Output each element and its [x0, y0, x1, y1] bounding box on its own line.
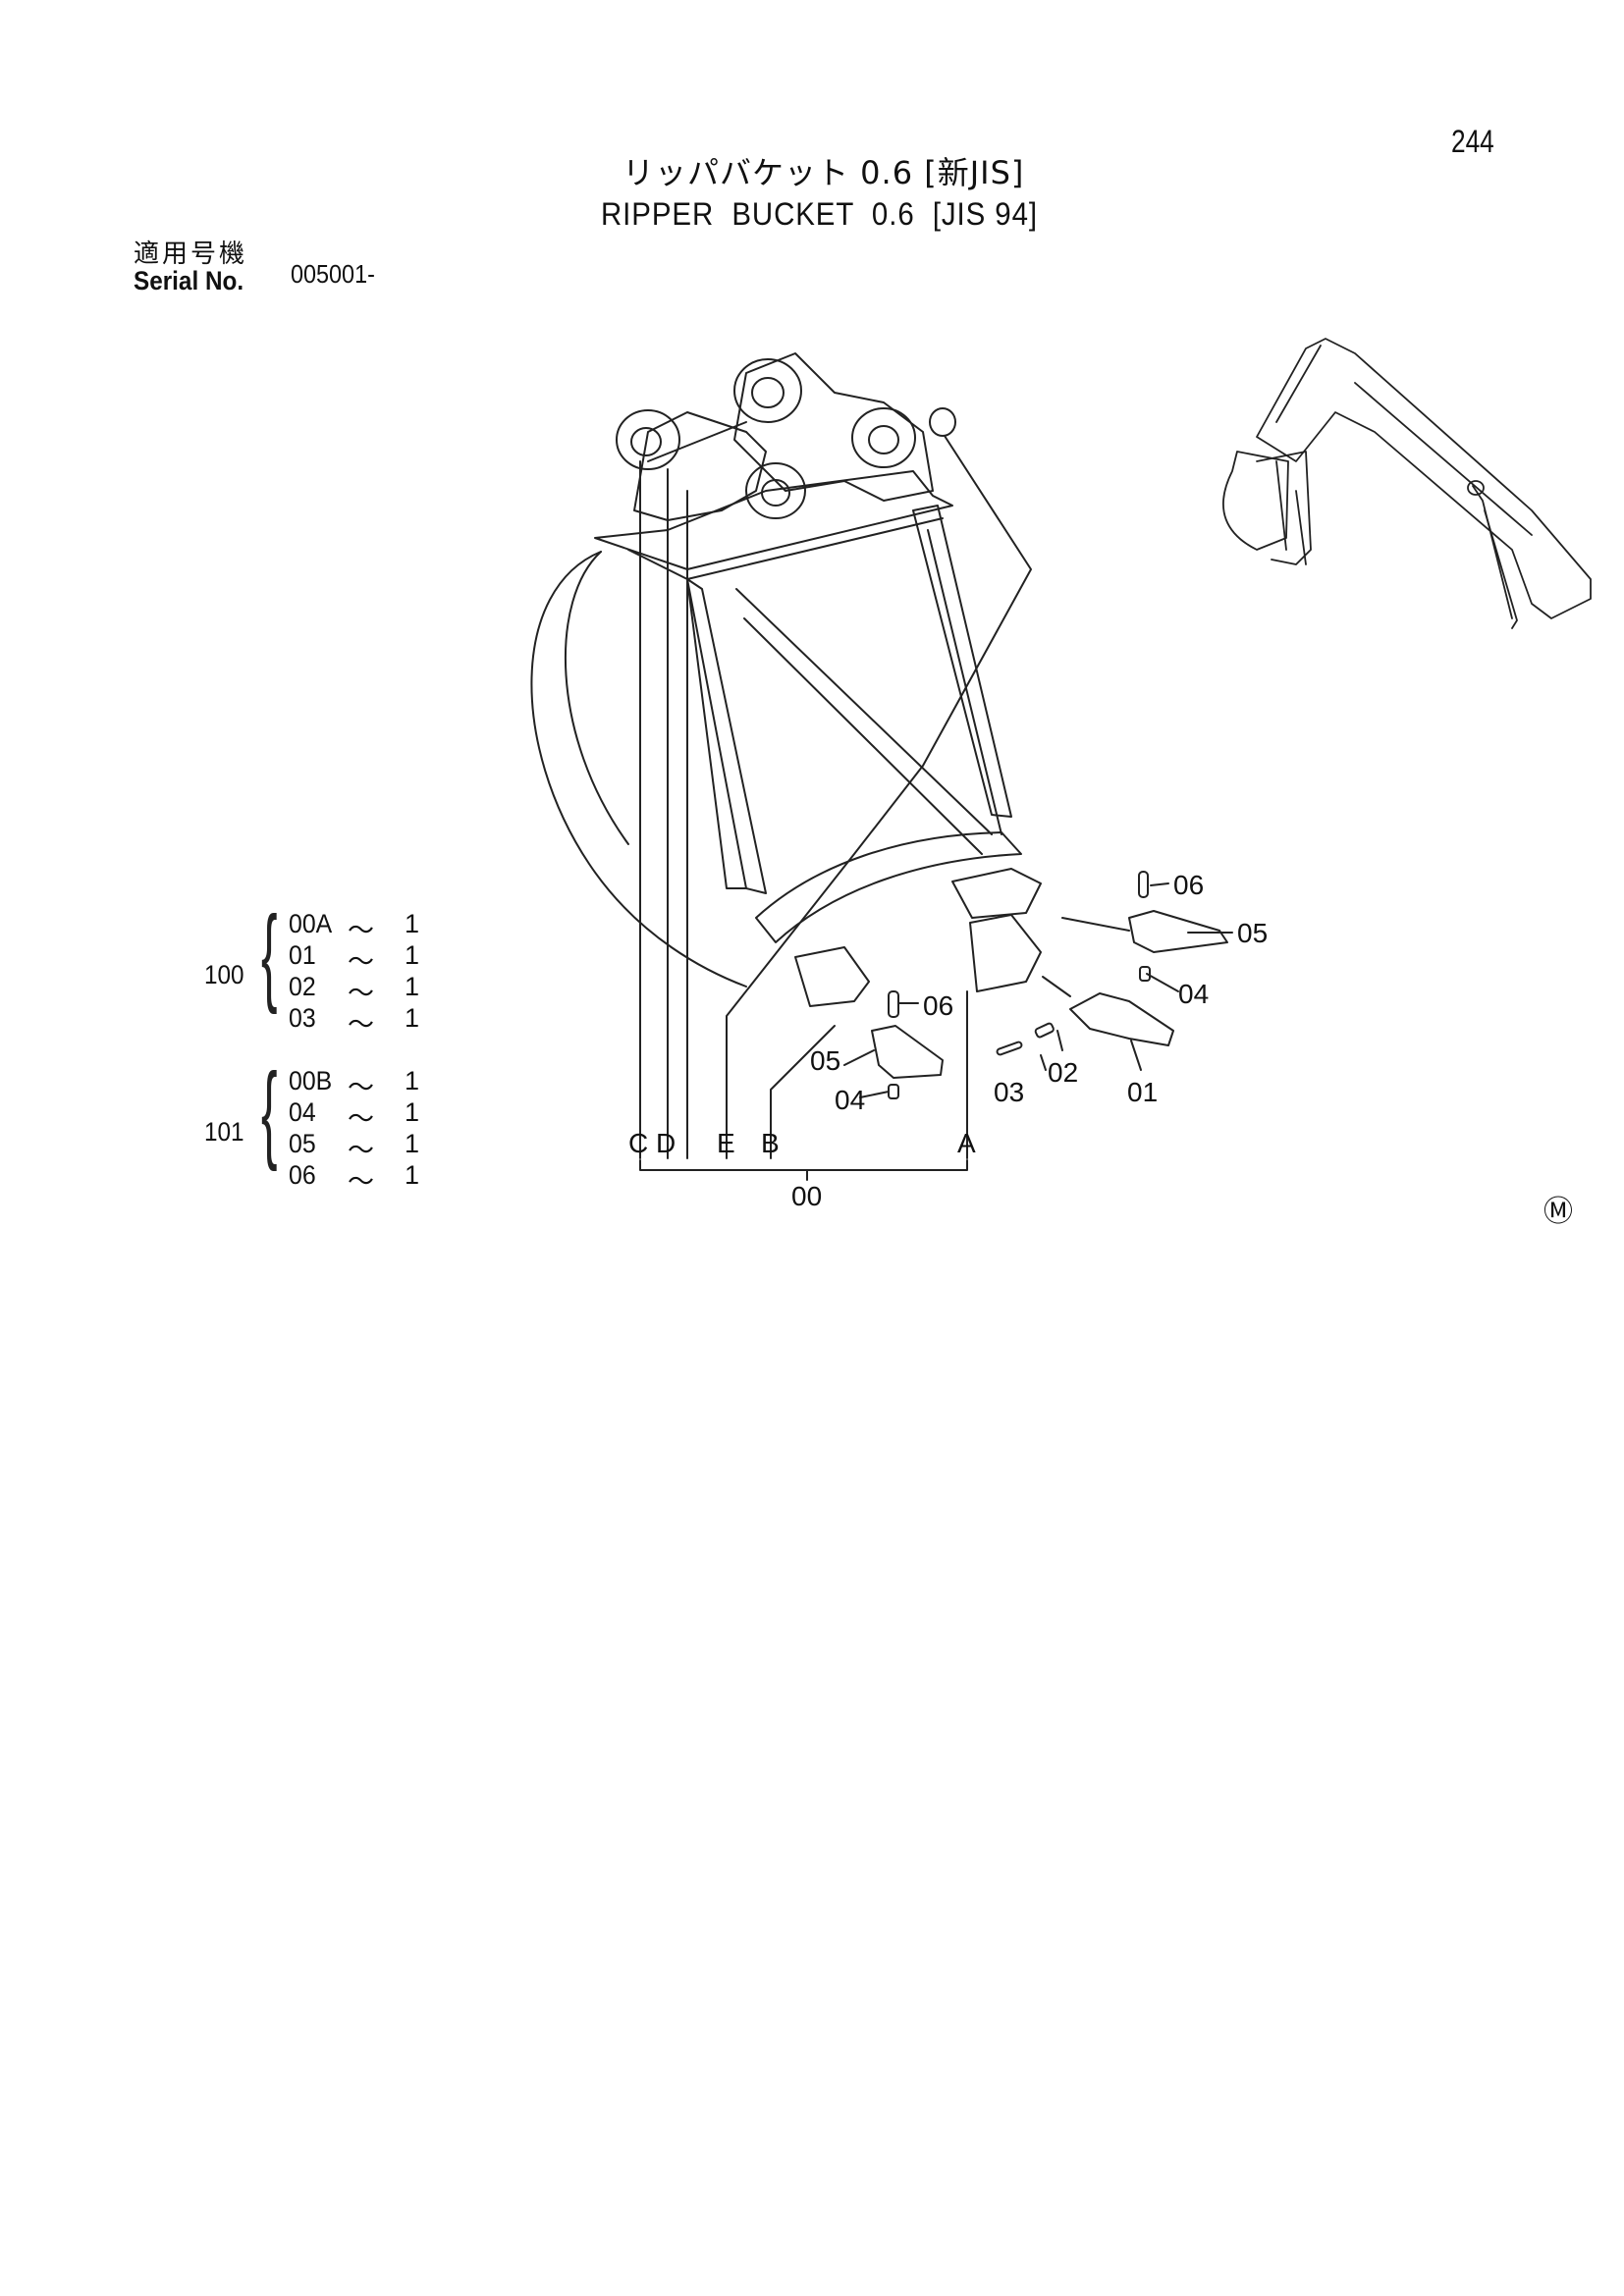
excavator-inset — [1222, 338, 1592, 629]
group-row: 05 ～ 1 — [289, 1129, 426, 1165]
shank-right-lower — [969, 914, 1042, 992]
group-id: 101 — [204, 1117, 244, 1147]
callout-05-right: 05 — [1237, 918, 1268, 948]
callout-05-left: 05 — [810, 1045, 840, 1076]
callout-01: 01 — [1127, 1077, 1158, 1107]
row-code: 02 — [289, 972, 316, 1001]
part-group-101: 101 { 00B ～ 1 04 ～ 1 05 ～ 1 06 ～ 1 — [204, 1051, 440, 1198]
group-row: 03 ～ 1 — [289, 1003, 426, 1040]
row-tilde: ～ — [348, 1136, 374, 1165]
group-row: 01 ～ 1 — [289, 940, 426, 977]
serial-label-english: Serial No. — [134, 266, 244, 295]
part-group-100: 100 { 00A ～ 1 01 ～ 1 02 ～ 1 03 ～ 1 — [204, 894, 440, 1041]
brace-icon: { — [261, 894, 278, 1015]
row-code: 01 — [289, 940, 316, 970]
callout-04-right: 04 — [1178, 979, 1209, 1009]
row-qty: 1 — [405, 1066, 420, 1095]
row-code: 06 — [289, 1160, 316, 1190]
pin-06-right — [1138, 871, 1149, 898]
ref-letter-D: D — [656, 1128, 676, 1158]
row-code: 05 — [289, 1129, 316, 1158]
ring — [929, 407, 956, 437]
page-number: 244 — [1451, 124, 1494, 159]
left-frame-leg — [686, 578, 767, 894]
callout-02: 02 — [1048, 1057, 1078, 1088]
bracket-right — [733, 352, 934, 502]
group-row: 06 ～ 1 — [289, 1160, 426, 1197]
leader-E — [726, 435, 1032, 1159]
row-qty: 1 — [405, 1097, 420, 1127]
lock-04-right — [1139, 966, 1151, 982]
ref-letter-E: E — [717, 1128, 735, 1158]
title-japanese: リッパバケット 0.6 [新JIS] — [623, 154, 1025, 191]
title-english: RIPPER BUCKET 0.6 [JIS 94] — [601, 196, 1038, 232]
row-tilde: ～ — [348, 1167, 374, 1197]
boss-left — [616, 409, 680, 470]
right-frame-leg — [912, 505, 1012, 818]
boss-right — [851, 407, 916, 468]
leader-B — [770, 1025, 836, 1159]
row-code: 03 — [289, 1003, 316, 1033]
tooth-tip-05-left — [871, 1025, 944, 1079]
row-tilde: ～ — [348, 947, 374, 977]
group-id: 100 — [204, 960, 244, 989]
leader-left-boss — [647, 421, 747, 462]
row-qty: 1 — [405, 1003, 420, 1033]
callout-04-left: 04 — [835, 1085, 865, 1115]
row-qty: 1 — [405, 1129, 420, 1158]
pin-06-left — [888, 990, 899, 1018]
shank-right-upper — [951, 868, 1042, 919]
row-qty: 1 — [405, 1160, 420, 1190]
row-tilde: ～ — [348, 979, 374, 1008]
lock-04-left — [888, 1084, 899, 1099]
tooth-tip-05-right — [1128, 910, 1228, 953]
row-qty: 1 — [405, 940, 420, 970]
bracket-left — [633, 411, 767, 521]
boss-top — [733, 358, 802, 423]
row-qty: 1 — [405, 909, 420, 938]
row-tilde: ～ — [348, 1010, 374, 1040]
row-code: 00A — [289, 909, 333, 938]
group-row: 00B ～ 1 — [289, 1066, 426, 1102]
callout-06-left: 06 — [923, 990, 953, 1021]
pin-02 — [1034, 1022, 1055, 1039]
callout-00: 00 — [791, 1181, 822, 1211]
row-tilde: ～ — [348, 916, 374, 945]
row-code: 04 — [289, 1097, 316, 1127]
top-beam — [594, 470, 953, 570]
pin-03 — [996, 1041, 1023, 1056]
ref-letter-A: A — [957, 1128, 976, 1158]
row-qty: 1 — [405, 972, 420, 1001]
m-mark: Ⓜ — [1543, 1196, 1573, 1228]
serial-value: 005001- — [291, 259, 375, 289]
brace-icon: { — [261, 1051, 278, 1172]
row-tilde: ～ — [348, 1073, 374, 1102]
group-bracket — [639, 1159, 968, 1171]
group-row: 02 ～ 1 — [289, 972, 426, 1008]
boss-center — [745, 462, 806, 519]
row-code: 00B — [289, 1066, 333, 1095]
group-row: 04 ～ 1 — [289, 1097, 426, 1134]
bucket-bottom — [755, 831, 1022, 943]
ref-letter-B: B — [761, 1128, 780, 1158]
bucket-shell — [530, 551, 747, 988]
group-row: 00A ～ 1 — [289, 909, 426, 945]
bucket-shell-inner — [565, 551, 629, 845]
callout-03: 03 — [994, 1077, 1024, 1107]
callout-06-right: 06 — [1173, 870, 1204, 900]
ref-letter-C: C — [628, 1128, 648, 1158]
shank-left — [794, 946, 870, 1007]
serial-label-japanese: 適用号機 — [134, 240, 248, 269]
tooth-01 — [1069, 992, 1174, 1046]
row-tilde: ～ — [348, 1104, 374, 1134]
